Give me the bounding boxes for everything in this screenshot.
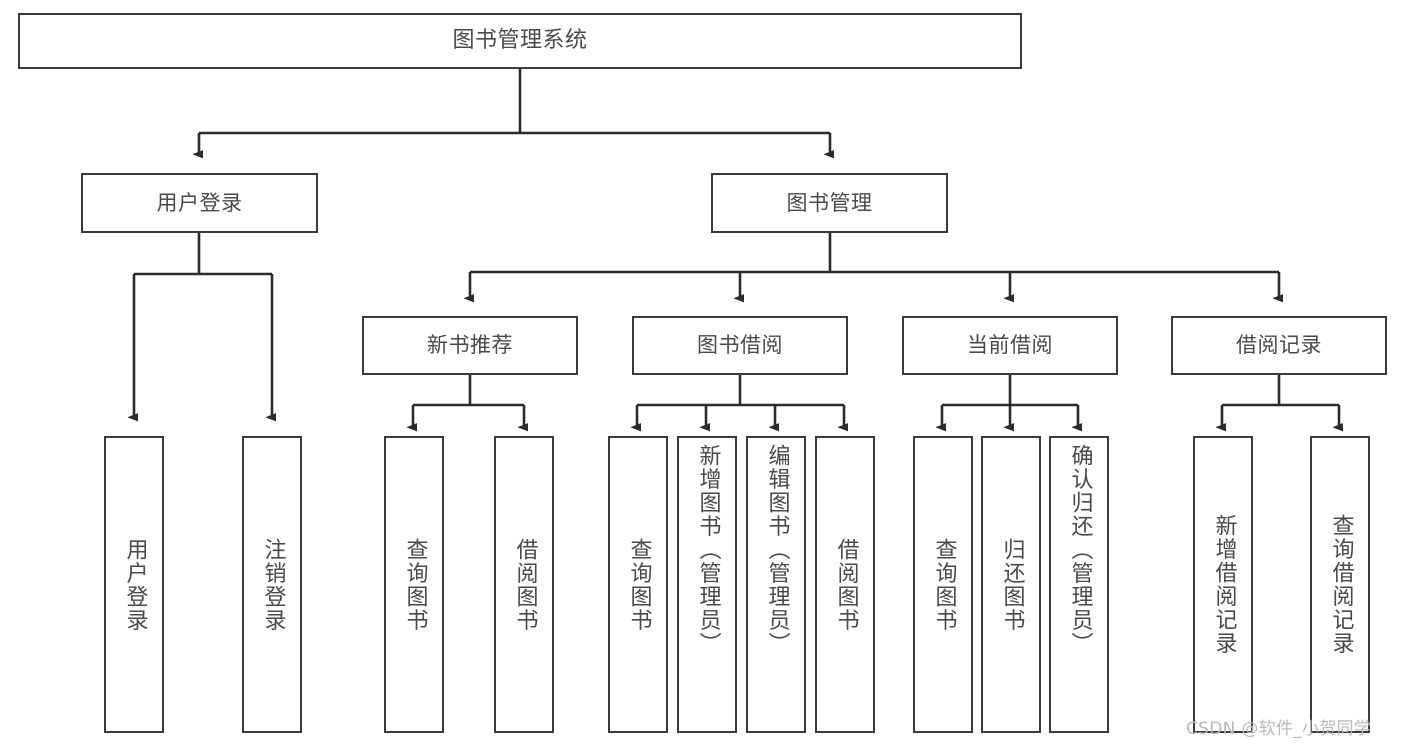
node-leaf-add-borrow-record-label: 新增借阅记录 [1211,514,1237,655]
node-book-borrow-label: 图书借阅 [697,333,783,358]
node-leaf-query-book-3-label: 查询图书 [931,537,957,632]
node-user-login[interactable]: 用户登录 [81,173,318,233]
node-leaf-logout-login[interactable]: 注销登录 [242,436,302,733]
node-leaf-query-book-2[interactable]: 查询图书 [608,436,668,733]
node-borrow-record-label: 借阅记录 [1236,333,1322,358]
node-current-borrow[interactable]: 当前借阅 [902,316,1118,375]
node-leaf-return-book[interactable]: 归还图书 [981,436,1041,733]
node-leaf-query-borrow-record[interactable]: 查询借阅记录 [1310,436,1370,733]
node-new-book-recommend[interactable]: 新书推荐 [362,316,578,375]
csdn-watermark: CSDN @软件_小贺同学 [1186,719,1372,739]
node-leaf-borrow-book-2[interactable]: 借阅图书 [815,436,875,733]
node-leaf-user-login[interactable]: 用户登录 [104,436,164,733]
node-leaf-query-book-2-label: 查询图书 [626,537,652,632]
node-book-management-label: 图书管理 [786,190,873,215]
node-leaf-confirm-return-admin-label: 确认归还（管理员） [1067,444,1093,656]
node-leaf-confirm-return-admin[interactable]: 确认归还（管理员） [1049,436,1109,733]
node-leaf-edit-book-admin-label: 编辑图书（管理员） [764,444,790,656]
node-book-management[interactable]: 图书管理 [711,173,948,233]
node-leaf-query-book-1-label: 查询图书 [402,537,428,632]
node-leaf-query-borrow-record-label: 查询借阅记录 [1328,514,1354,655]
node-leaf-logout-login-label: 注销登录 [260,537,286,632]
node-root-label: 图书管理系统 [452,28,588,54]
node-leaf-borrow-book-1-label: 借阅图书 [512,537,538,632]
node-leaf-add-borrow-record[interactable]: 新增借阅记录 [1193,436,1253,733]
node-leaf-query-book-3[interactable]: 查询图书 [913,436,973,733]
node-leaf-user-login-label: 用户登录 [122,537,148,632]
node-leaf-query-book-1[interactable]: 查询图书 [384,436,444,733]
node-leaf-borrow-book-1[interactable]: 借阅图书 [494,436,554,733]
node-leaf-edit-book-admin[interactable]: 编辑图书（管理员） [746,436,806,733]
node-leaf-return-book-label: 归还图书 [999,537,1025,632]
node-leaf-borrow-book-2-label: 借阅图书 [833,537,859,632]
node-borrow-record[interactable]: 借阅记录 [1171,316,1387,375]
node-user-login-label: 用户登录 [156,190,243,215]
node-leaf-add-book-admin[interactable]: 新增图书（管理员） [677,436,737,733]
node-book-borrow[interactable]: 图书借阅 [632,316,848,375]
node-root[interactable]: 图书管理系统 [18,13,1022,69]
node-new-book-recommend-label: 新书推荐 [427,333,513,358]
node-leaf-add-book-admin-label: 新增图书（管理员） [695,444,721,656]
node-current-borrow-label: 当前借阅 [967,333,1053,358]
